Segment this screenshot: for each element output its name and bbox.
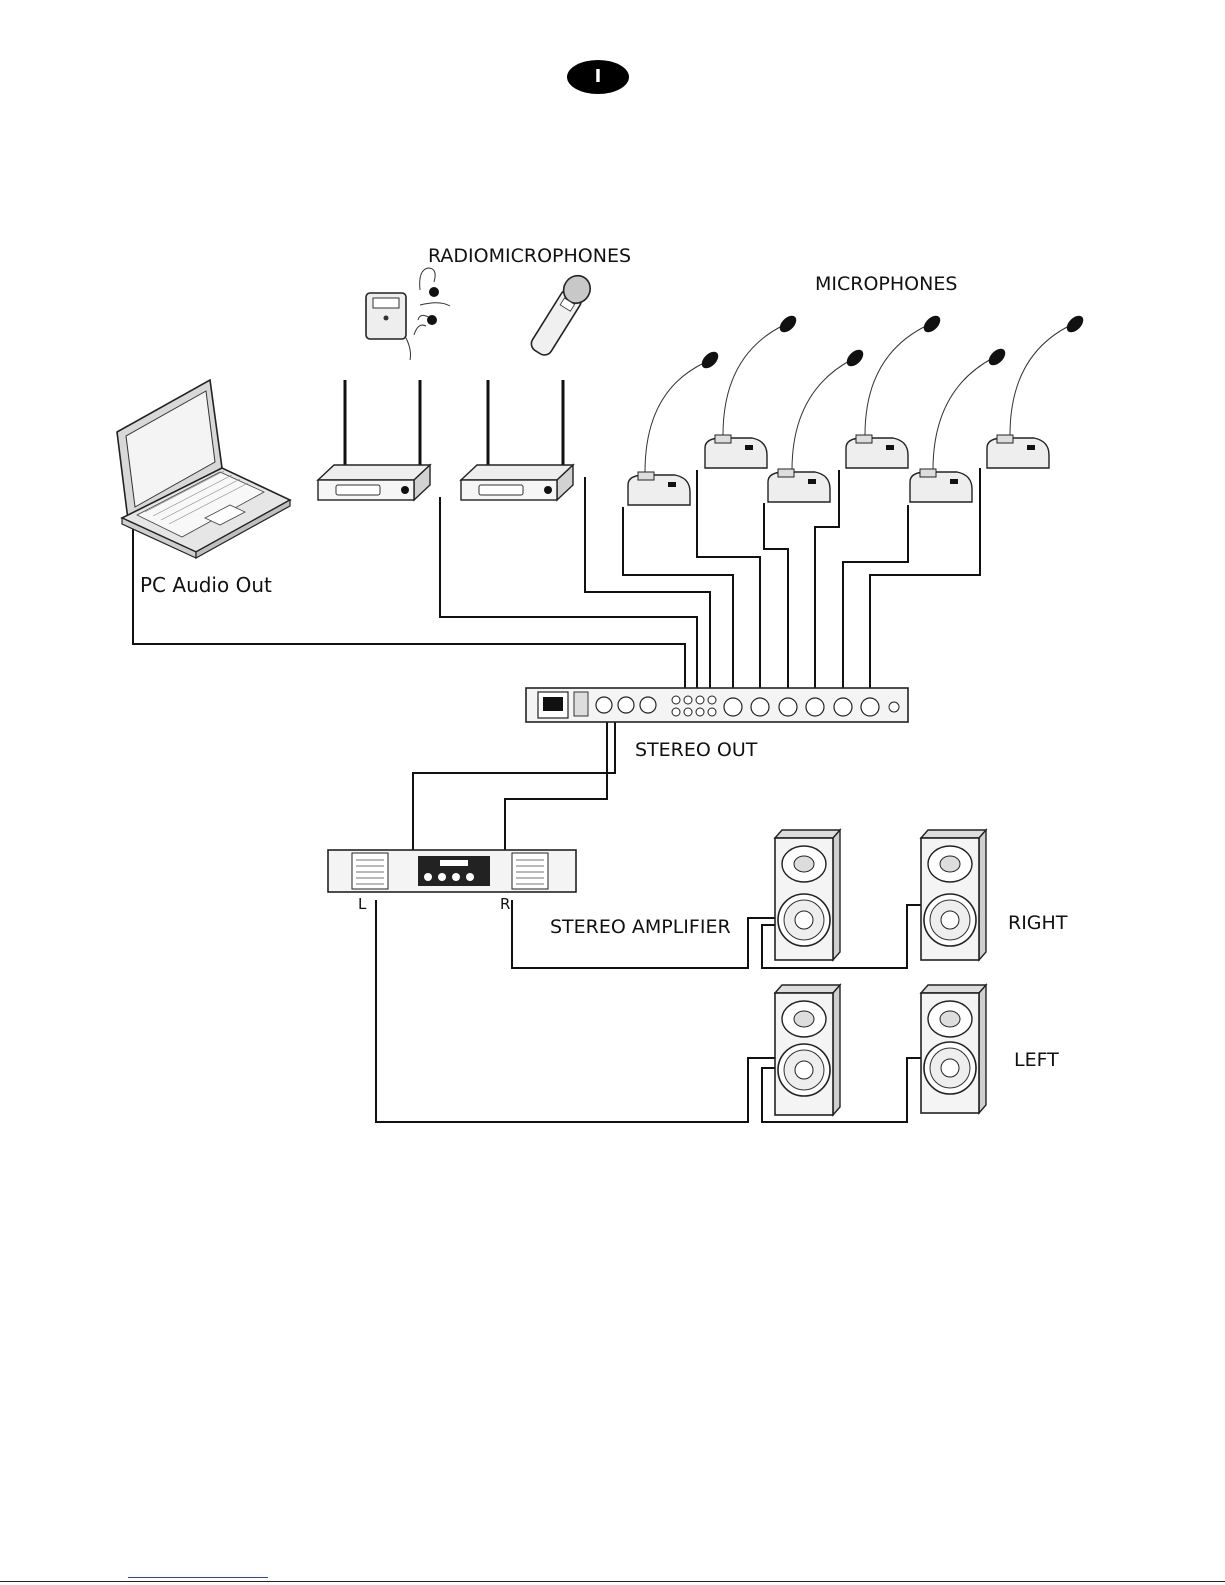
cables <box>133 468 980 1122</box>
label-amp-r: R <box>500 895 510 913</box>
speaker-left-2-icon <box>921 985 986 1113</box>
cable-pc-to-mixer <box>133 525 685 690</box>
gooseneck-microphone-1-icon <box>628 349 721 505</box>
label-pc-audio-out: PC Audio Out <box>140 573 272 597</box>
cable-mic-5-to-mixer <box>843 505 908 690</box>
label-left: LEFT <box>1014 1049 1059 1071</box>
label-right: RIGHT <box>1008 912 1068 934</box>
speaker-right-2-icon <box>921 830 986 960</box>
cable-mic-4-to-mixer <box>815 470 839 690</box>
cable-mic-2-to-mixer <box>697 470 760 690</box>
cable-mic-1-to-mixer <box>623 507 733 690</box>
label-stereo-out: STEREO OUT <box>635 739 758 761</box>
stereo-amplifier-icon <box>328 850 576 892</box>
laptop-icon <box>117 380 290 558</box>
bodypack-transmitter-icon <box>366 293 411 360</box>
mixer-rear-panel-icon <box>526 688 908 722</box>
footer-rule <box>0 1581 1225 1582</box>
label-amp-l: L <box>358 895 367 913</box>
cable-stereo-out-left <box>413 722 615 850</box>
label-radiomicrophones: RADIOMICROPHONES <box>428 245 631 267</box>
wireless-receiver-2-icon <box>461 380 573 500</box>
gooseneck-microphone-3-icon <box>768 347 866 502</box>
speaker-left-1-icon <box>775 985 840 1115</box>
label-microphones: MICROPHONES <box>815 273 957 295</box>
cable-receiver-2-to-mixer <box>585 477 710 690</box>
cable-receiver-1-to-mixer <box>440 497 697 690</box>
gooseneck-microphone-4-icon <box>846 313 943 468</box>
headset-microphone-icon <box>414 268 450 335</box>
handheld-microphone-icon <box>527 271 596 359</box>
speaker-right-1-icon <box>775 830 840 960</box>
footer-link-underline <box>128 1577 268 1578</box>
gooseneck-microphone-6-icon <box>987 313 1086 468</box>
gooseneck-microphone-5-icon <box>910 346 1008 502</box>
label-stereo-amplifier: STEREO AMPLIFIER <box>550 916 731 938</box>
wireless-receiver-1-icon <box>318 380 430 500</box>
cable-mic-3-to-mixer <box>764 503 788 690</box>
gooseneck-microphone-2-icon <box>705 313 799 468</box>
cable-stereo-out-right <box>505 722 607 850</box>
